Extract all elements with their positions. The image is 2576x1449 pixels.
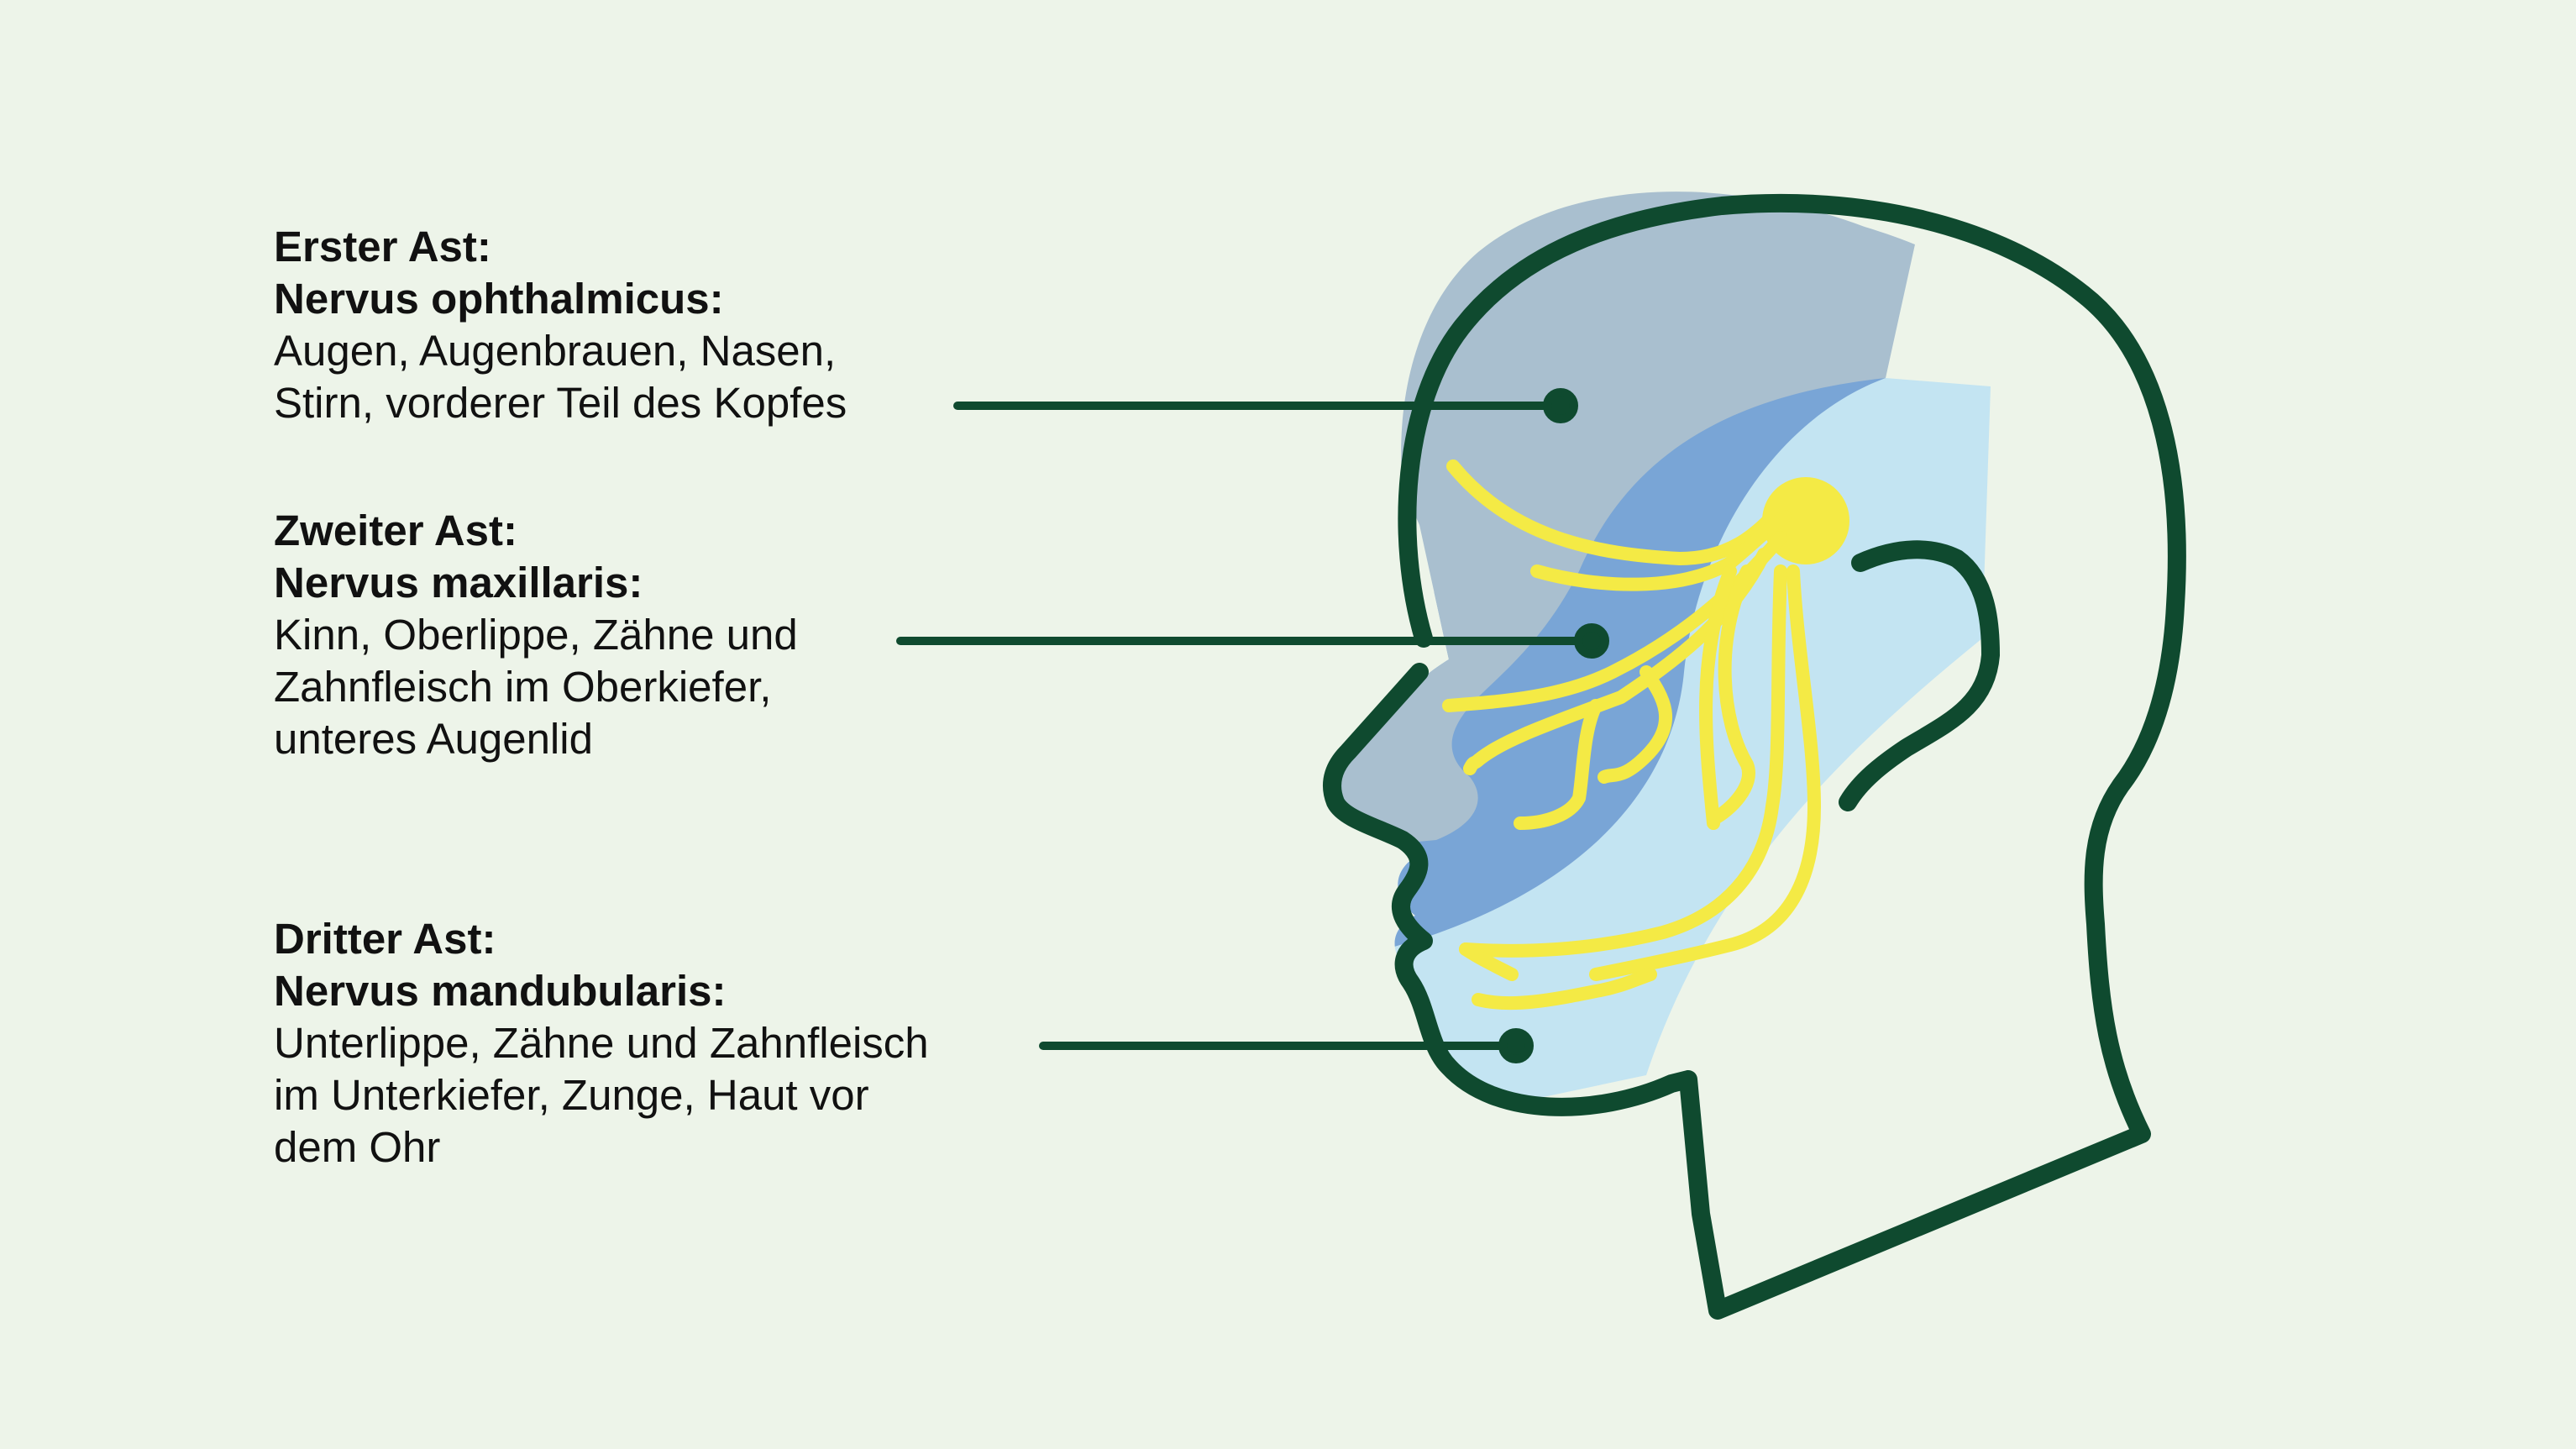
branch-1-line-1: Augen, Augenbrauen, Nasen,	[274, 327, 837, 375]
ear-outline	[1839, 540, 2000, 811]
branch-3-nerve: Nervus mandubularis:	[274, 967, 727, 1015]
branch-2-nerve: Nervus maxillaris:	[274, 559, 643, 606]
branch-2-line-2: Zahnfleisch im Oberkiefer,	[274, 663, 772, 711]
zone-ophthalmic	[1335, 192, 1932, 848]
trigeminal-nerve	[1442, 459, 1849, 1011]
branch-1-label: Erster Ast: Nervus ophthalmicus: Augen, …	[274, 221, 847, 429]
branch-2-line-3: unteres Augenlid	[274, 715, 593, 763]
branch-1-title: Erster Ast:	[274, 223, 491, 270]
branch-3-line-1: Unterlippe, Zähne und Zahnfleisch	[274, 1019, 929, 1067]
pointer-dot-2	[1574, 623, 1609, 659]
branch-3-line-2: im Unterkiefer, Zunge, Haut vor	[274, 1071, 869, 1119]
branch-1-nerve: Nervus ophthalmicus:	[274, 275, 724, 323]
pointer-dot-3	[1498, 1028, 1534, 1063]
pointer-dot-1	[1543, 388, 1578, 423]
head-outline	[1323, 193, 2186, 1320]
pointers	[896, 388, 1609, 1063]
branch-1-line-2: Stirn, vorderer Teil des Kopfes	[274, 379, 847, 427]
branch-2-title: Zweiter Ast:	[274, 507, 517, 554]
branch-3-line-3: dem Ohr	[274, 1123, 441, 1171]
branch-3-title: Dritter Ast:	[274, 915, 496, 963]
branch-3-label: Dritter Ast: Nervus mandubularis: Unterl…	[274, 913, 929, 1173]
branch-2-label: Zweiter Ast: Nervus maxillaris: Kinn, Ob…	[274, 505, 798, 765]
branch-2-line-1: Kinn, Oberlippe, Zähne und	[274, 611, 798, 659]
